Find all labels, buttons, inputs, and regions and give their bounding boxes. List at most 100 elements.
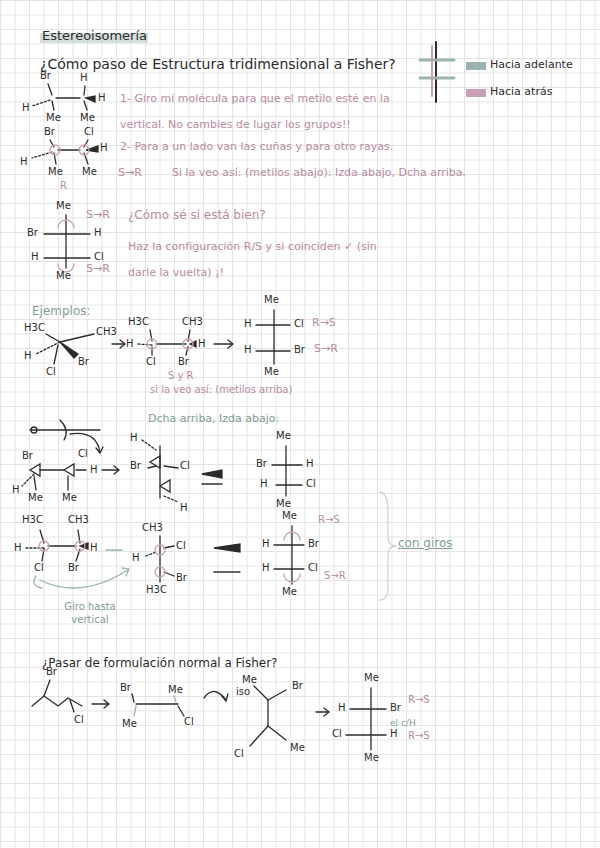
atom-label: CH3 [182,316,203,328]
atom-label: Br [46,666,57,678]
atom-label: H [244,318,252,330]
atom-label: H [130,432,138,444]
note-text: R→S [318,514,340,526]
atom-label: H [22,102,30,114]
note-text: 2- Para a un lado van las cuñas y para o… [120,140,393,153]
atom-label: H [14,542,22,554]
note-text: Giro hasta vertical [50,600,130,626]
legend-swatch [466,89,486,97]
atom-label: Cl [78,448,88,460]
atom-label: H [262,538,270,550]
note-text: R→S [408,694,430,706]
atom-label: H [262,562,270,574]
atom-label: Me [168,684,183,696]
atom-label: Br [130,460,141,472]
atom-label: Me [242,674,257,686]
atom-label: Me [264,366,279,378]
atom-label: CH3 [68,514,89,526]
atom-label: Cl [34,562,44,574]
legend-text: Hacia adelante [490,58,573,71]
atom-label: H [100,142,108,154]
atom-label: Cl [184,716,194,728]
atom-label: Me [122,718,137,730]
atom-label: H [126,338,134,350]
atom-label: H [94,227,102,239]
atom-label: Me [82,166,97,178]
atom-label: Cl [180,460,190,472]
atom-label: H [390,728,398,740]
atom-label: Br [78,356,89,368]
note-text: S y R [168,370,194,382]
atom-label: Me [46,112,61,124]
note-text: iso [236,686,250,698]
note-text: el c/H [390,718,416,729]
note-text: S→R [324,570,346,582]
atom-label: H [90,464,98,476]
atom-label: Me [48,166,63,178]
atom-label: Me [56,270,71,282]
note-text: Ejemplos: [32,304,91,318]
atom-label: Cl [146,356,156,368]
note-text: ¿Pasar de formulación normal a Fisher? [42,656,278,670]
atom-label: Cl [84,126,94,138]
page-title: Estereoisomería [42,28,147,44]
atom-label: H3C [146,584,167,596]
atom-label: H [98,92,106,104]
atom-label: Cl [176,540,186,552]
atom-label: Br [27,227,38,239]
atom-label: Me [282,510,297,522]
legend-text: Hacia atrás [490,85,552,98]
atom-label: H3C [22,514,43,526]
atom-label: Br [390,702,401,714]
atom-label: Br [178,356,189,368]
atom-label: Me [80,112,95,124]
note-text: R→S [408,730,430,742]
atom-label: Cl [94,251,104,263]
atom-label: Br [68,562,79,574]
atom-label: Br [44,126,55,138]
note-text: Dcha arriba, Izda abajo: [148,412,279,425]
atom-label: Me [364,672,379,684]
note-text: Haz la configuración R/S y si coinciden … [128,234,398,286]
atom-label: H [198,338,206,350]
atom-label: H [306,458,314,470]
atom-label: H3C [24,322,45,334]
atom-label: Br [22,450,33,462]
atom-label: H [180,502,188,514]
atom-label: H [20,156,28,168]
atom-label: CH3 [96,326,117,338]
atom-label: H [90,542,98,554]
atom-label: H [12,484,20,496]
atom-label: Cl [46,366,56,378]
atom-label: Cl [294,318,304,330]
atom-label: Br [292,680,303,692]
atom-label: Cl [308,562,318,574]
note-text: si la veo así: (metilos arriba) [150,384,292,396]
atom-label: Me [290,742,305,754]
note-text: con giros [398,536,453,550]
atom-label: Me [62,492,77,504]
note-text: S→R [86,208,110,221]
atom-label: H [24,350,32,362]
atom-label: Br [40,70,51,82]
atom-label: Br [308,538,319,550]
legend-swatch [466,62,486,70]
atom-label: Br [120,682,131,694]
atom-label: Me [276,498,291,510]
atom-label: CH3 [142,522,163,534]
atom-label: Me [364,752,379,764]
atom-label: H [80,72,88,84]
note-text: S→R [118,166,142,179]
note-text: R→S [312,316,336,329]
note-text: S→R [314,342,338,355]
atom-label: Cl [306,478,316,490]
atom-label: H [260,478,268,490]
atom-label: H [338,702,346,714]
note-text: ¿Cómo sé si está bien? [128,208,266,222]
atom-label: Cl [234,748,244,760]
note-text: S→R [86,262,110,275]
note-text: Si la veo así: (metilos abajo): Izda aba… [172,166,466,179]
atom-label: H [31,251,39,263]
atom-label: R [60,180,67,192]
atom-label: H [244,344,252,356]
